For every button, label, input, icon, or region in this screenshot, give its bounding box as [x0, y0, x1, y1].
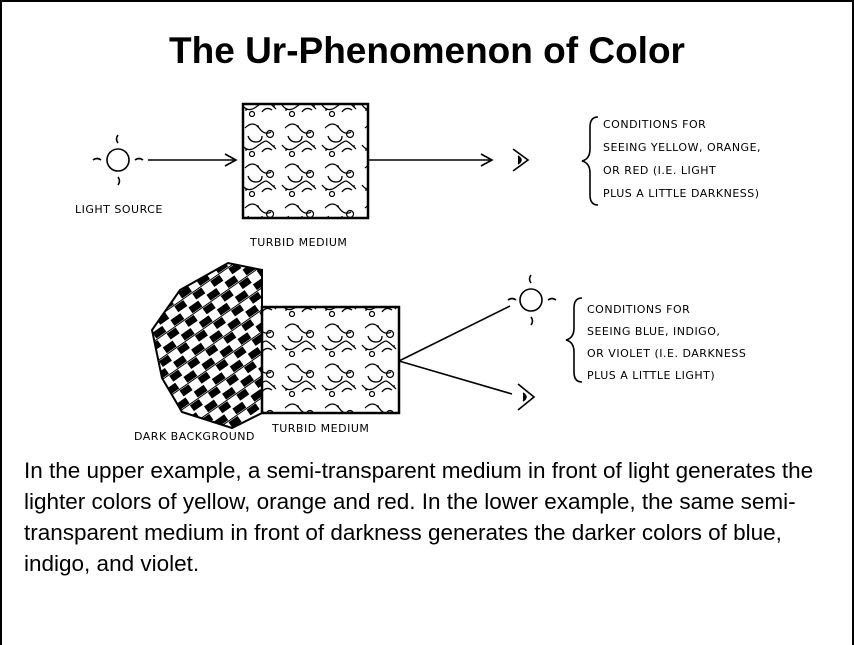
bottom-conditions-line-1: CONDITIONS FOR	[587, 303, 690, 316]
bottom-turbid-medium	[262, 307, 399, 413]
caption-text: In the upper example, a semi-transparent…	[24, 455, 824, 579]
bottom-medium-label: TURBID MEDIUM	[271, 422, 369, 435]
top-medium-label: TURBID MEDIUM	[249, 236, 347, 249]
bottom-ray-to-sun	[399, 306, 510, 361]
bottom-conditions-line-3: OR VIOLET (I.E. DARKNESS	[587, 347, 746, 360]
top-arrow-out	[368, 154, 492, 166]
dark-background-rock	[152, 263, 262, 428]
top-source-label: LIGHT SOURCE	[75, 203, 163, 216]
top-conditions-line-3: OR RED (I.E. LIGHT	[603, 164, 716, 177]
bottom-background-label: DARK BACKGROUND	[134, 430, 255, 443]
top-turbid-medium	[243, 104, 368, 218]
top-conditions-line-4: PLUS A LITTLE DARKNESS)	[603, 187, 760, 200]
top-eye-icon	[513, 149, 528, 171]
top-sun-icon	[93, 135, 143, 185]
top-brace	[582, 117, 598, 205]
top-conditions-line-1: CONDITIONS FOR	[603, 118, 706, 131]
bottom-conditions-line-4: PLUS A LITTLE LIGHT)	[587, 369, 715, 382]
ur-phenomenon-diagram: LIGHT SOURCE TURBID MEDIUM CONDITIONS FO…	[0, 0, 854, 450]
bottom-conditions-line-2: SEEING BLUE, INDIGO,	[587, 325, 720, 338]
top-arrow-in	[148, 154, 236, 166]
bottom-brace	[566, 298, 582, 382]
top-conditions-line-2: SEEING YELLOW, ORANGE,	[603, 141, 761, 154]
bottom-eye-icon	[518, 384, 534, 410]
bottom-ray-to-eye	[399, 361, 512, 394]
bottom-sun-icon	[508, 275, 556, 325]
